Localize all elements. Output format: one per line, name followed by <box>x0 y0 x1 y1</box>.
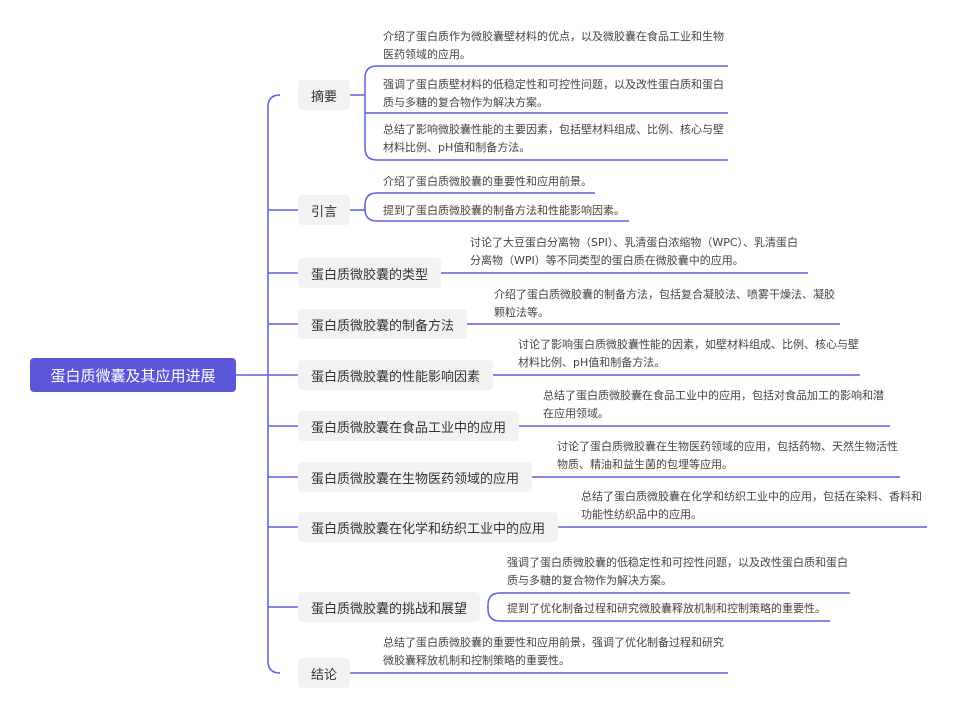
trunk-line <box>267 94 281 674</box>
leaf-preparation-1[interactable]: 介绍了蛋白质微胶囊的制备方法，包括复合凝胶法、喷雾干燥法、凝胶颗粒法等。 <box>494 288 835 319</box>
leaf-abstract-2[interactable]: 强调了蛋白质壁材料的低稳定性和可控性问题，以及改性蛋白质和蛋白质与多糖的复合物作… <box>383 78 724 109</box>
branch-factors[interactable]: 蛋白质微胶囊的性能影响因素 <box>298 360 494 390</box>
root-node[interactable]: 蛋白质微囊及其应用进展 <box>30 358 236 392</box>
branch-preparation[interactable]: 蛋白质微胶囊的制备方法 <box>298 309 468 339</box>
leaf-intro-1[interactable]: 介绍了蛋白质微胶囊的重要性和应用前景。 <box>383 175 592 188</box>
intro-bracket <box>348 192 629 222</box>
leaf-abstract-3[interactable]: 总结了影响微胶囊性能的主要因素，包括壁材料组成、比例、核心与壁材料比例、pH值和… <box>383 123 724 154</box>
leaf-food-1[interactable]: 总结了蛋白质微胶囊在食品工业中的应用，包括对食品加工的影响和潜在应用领域。 <box>543 389 884 420</box>
abstract-bracket <box>350 65 728 161</box>
leaf-factors-1[interactable]: 讨论了影响蛋白质微胶囊性能的因素，如壁材料组成、比例、核心与壁材料比例、pH值和… <box>518 338 859 369</box>
branch-chemical-textile[interactable]: 蛋白质微胶囊在化学和纺织工业中的应用 <box>298 512 559 542</box>
leaf-intro-2[interactable]: 提到了蛋白质微胶囊的制备方法和性能影响因素。 <box>383 204 625 217</box>
challenge-bracket <box>487 592 850 622</box>
leaf-challenges-2[interactable]: 提到了优化制备过程和研究微胶囊释放机制和控制策略的重要性。 <box>507 602 826 615</box>
leaf-abstract-1[interactable]: 介绍了蛋白质作为微胶囊壁材料的优点，以及微胶囊在食品工业和生物医药领域的应用。 <box>383 30 724 61</box>
branch-types[interactable]: 蛋白质微胶囊的类型 <box>298 258 442 288</box>
leaf-chemical-1[interactable]: 总结了蛋白质微胶囊在化学和纺织工业中的应用，包括在染料、香料和功能性纺织品中的应… <box>581 490 922 521</box>
branch-biomedical[interactable]: 蛋白质微胶囊在生物医药领域的应用 <box>298 462 533 492</box>
leaf-conclusion-1[interactable]: 总结了蛋白质微胶囊的重要性和应用前景，强调了优化制备过程和研究微胶囊释放机制和控… <box>383 636 724 667</box>
branch-abstract[interactable]: 摘要 <box>298 80 351 110</box>
leaf-types-1[interactable]: 讨论了大豆蛋白分离物（SPI）、乳清蛋白浓缩物（WPC）、乳清蛋白分离物（WPI… <box>470 236 799 267</box>
branch-challenges[interactable]: 蛋白质微胶囊的挑战和展望 <box>298 592 481 622</box>
branch-food-industry[interactable]: 蛋白质微胶囊在食品工业中的应用 <box>298 411 520 441</box>
leaf-challenges-1[interactable]: 强调了蛋白质微胶囊的低稳定性和可控性问题，以及改性蛋白质和蛋白质与多糖的复合物作… <box>507 556 848 587</box>
branch-introduction[interactable]: 引言 <box>298 195 351 225</box>
leaf-biomedical-1[interactable]: 讨论了蛋白质微胶囊在生物医药领域的应用，包括药物、天然生物活性物质、精油和益生菌… <box>557 440 898 471</box>
branch-conclusion[interactable]: 结论 <box>298 658 351 688</box>
